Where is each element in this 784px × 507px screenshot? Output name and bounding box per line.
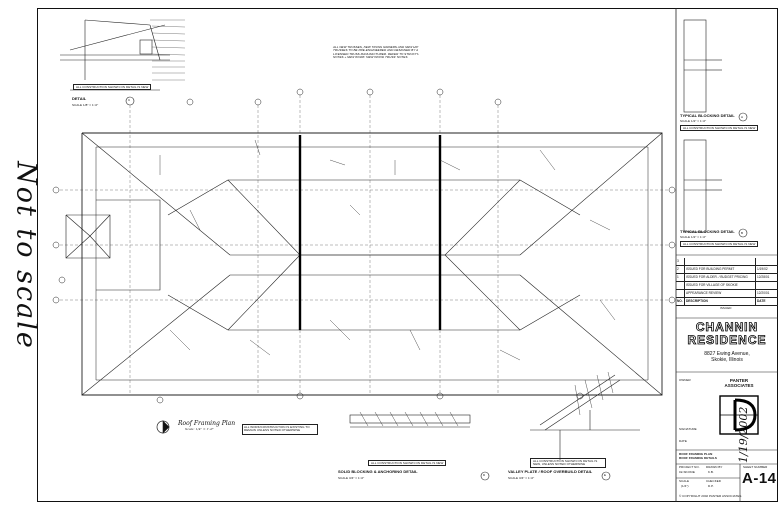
revision-header-date: DATE	[757, 299, 766, 303]
detail-c-label: DETAIL	[72, 96, 87, 101]
revisions-table: 3 2 ISSUED FOR BUILDING PERMIT 1/19/02 1…	[676, 258, 778, 310]
detail-b-note: ALL CONSTRUCTION SHOWN ON DETAIL IS NEW	[680, 241, 759, 248]
project-address: 8827 Ewing Avenue, Skokie, Illinois	[682, 351, 772, 363]
revision-row: 1 ISSUED FOR ALDER. / BUDGET PRICING 12/…	[676, 274, 778, 282]
drawing-title-line2: ROOF FRAMING DETAILS	[679, 456, 717, 460]
detail-a-scale: SCALE 1/2" = 1'-0"	[680, 119, 707, 123]
revision-desc: ISSUED FOR VILLAGE OF SKOKIE	[685, 282, 756, 289]
revision-no: 2	[676, 266, 685, 273]
checked-label: CHECKED	[706, 479, 722, 483]
detail-c-ref: C	[128, 98, 131, 102]
revision-date: 1/19/02	[757, 267, 768, 271]
detail-a-note: ALL CONSTRUCTION SHOWN ON DETAIL IS NEW	[680, 125, 759, 132]
detail-d-note: ALL CONSTRUCTION SHOWN ON DETAIL IS NEW	[368, 460, 447, 467]
revision-no: 3	[676, 258, 685, 265]
firm-logo	[719, 395, 759, 435]
detail-e-title: VALLEY PLATE / ROOF OVERBUILD DETAIL	[508, 469, 593, 474]
signature-label: SIGNATURE	[679, 427, 697, 431]
revision-row: ISSUED FOR VILLAGE OF SKOKIE	[676, 282, 778, 290]
detail-e-ref: E	[604, 473, 607, 477]
detail-c-scale: SCALE 1/8" = 1'-0"	[72, 103, 99, 107]
revision-desc: ISSUED FOR BUILDING PERMIT	[685, 266, 756, 273]
scale-value: (1/4")	[681, 484, 689, 488]
issued-label: ISSUED	[720, 306, 732, 310]
revision-no	[676, 290, 685, 297]
project-name-line2: RESIDENCE	[687, 333, 767, 347]
revision-row: 3	[676, 258, 778, 266]
detail-a-title: TYPICAL BLOCKING DETAIL	[680, 113, 735, 118]
revision-no	[676, 282, 685, 289]
detail-b-title: TYPICAL BLOCKING DETAIL	[680, 229, 735, 234]
drawing-title-line1: ROOF FRAMING PLAN	[679, 452, 713, 456]
detail-c-title: DETAIL	[72, 96, 87, 102]
plan-scale: Scale: 1/4" = 1'-0"	[185, 427, 214, 431]
revision-row: 2 ISSUED FOR BUILDING PERMIT 1/19/02	[676, 266, 778, 274]
revision-row: APPEARANCE REVIEW 12/20/01	[676, 290, 778, 298]
revision-header-no: NO.	[676, 298, 685, 305]
copyright: © COPYRIGHT 2002 PANTER ASSOCIATES	[679, 494, 742, 498]
detail-e-scale: SCALE 3/4" = 1'-0"	[508, 476, 535, 480]
project-street: 8827 Ewing Avenue,	[704, 351, 750, 357]
revision-header-desc: DESCRIPTION	[685, 298, 756, 305]
project-no: 02-SKOKIE	[679, 470, 695, 474]
project-name: CHANNIN RESIDENCE	[682, 320, 772, 347]
plan-title: Roof Framing Plan	[178, 420, 236, 427]
revision-date: 12/28/01	[757, 275, 770, 279]
project-no-label: PROJECT NO.	[679, 465, 700, 469]
detail-e-note: ALL CONSTRUCTION SHOWN ON DETAIL IS NEW,…	[530, 458, 606, 468]
revision-desc	[685, 258, 756, 265]
plan-note: ALL WORK/CONSTRUCTION IS EXISTING TO REM…	[242, 424, 318, 435]
revision-header-row: NO. DESCRIPTION DATE	[676, 298, 778, 306]
detail-c-note: ALL CONSTRUCTION SHOWN ON DETAIL IS NEW	[73, 84, 152, 91]
revision-date	[756, 282, 776, 289]
detail-b-scale: SCALE 1/2" = 1'-0"	[680, 235, 707, 239]
project-name-line1: CHANNIN	[695, 320, 759, 334]
firm-name: PANTER ASSOCIATES	[724, 378, 754, 388]
drawn-by: K.B.	[708, 470, 714, 474]
revision-date	[756, 258, 776, 265]
detail-d-ref: D	[483, 473, 486, 477]
sheet-number: A-14	[742, 470, 777, 487]
date-label: DATE	[679, 439, 687, 443]
revision-desc: APPEARANCE REVIEW	[685, 290, 756, 297]
drawn-label: DRAWN BY	[706, 465, 723, 469]
owner-label: OWNER	[679, 378, 691, 382]
detail-d-title: SOLID BLOCKING & ANCHORING DETAIL	[338, 469, 418, 474]
sheet-number-label: SHEET NUMBER	[743, 465, 768, 469]
detail-d-scale: SCALE 3/4" = 1'-0"	[338, 476, 365, 480]
detail-a-ref: A	[741, 115, 744, 119]
detail-b-ref: B	[741, 231, 744, 235]
project-city: Skokie, Illinois	[711, 357, 743, 363]
margin-date: 1/19/2002	[737, 406, 750, 463]
truss-note: ALL NEW TRUSSES, NEW TRUSS GIRDERS AND N…	[333, 45, 420, 60]
checked-by: D.P.	[708, 484, 714, 488]
revision-date: 12/20/01	[757, 291, 770, 295]
revision-no: 1	[676, 274, 685, 281]
scale-label: SCALE	[679, 479, 690, 483]
revision-desc: ISSUED FOR ALDER. / BUDGET PRICING	[685, 274, 756, 281]
